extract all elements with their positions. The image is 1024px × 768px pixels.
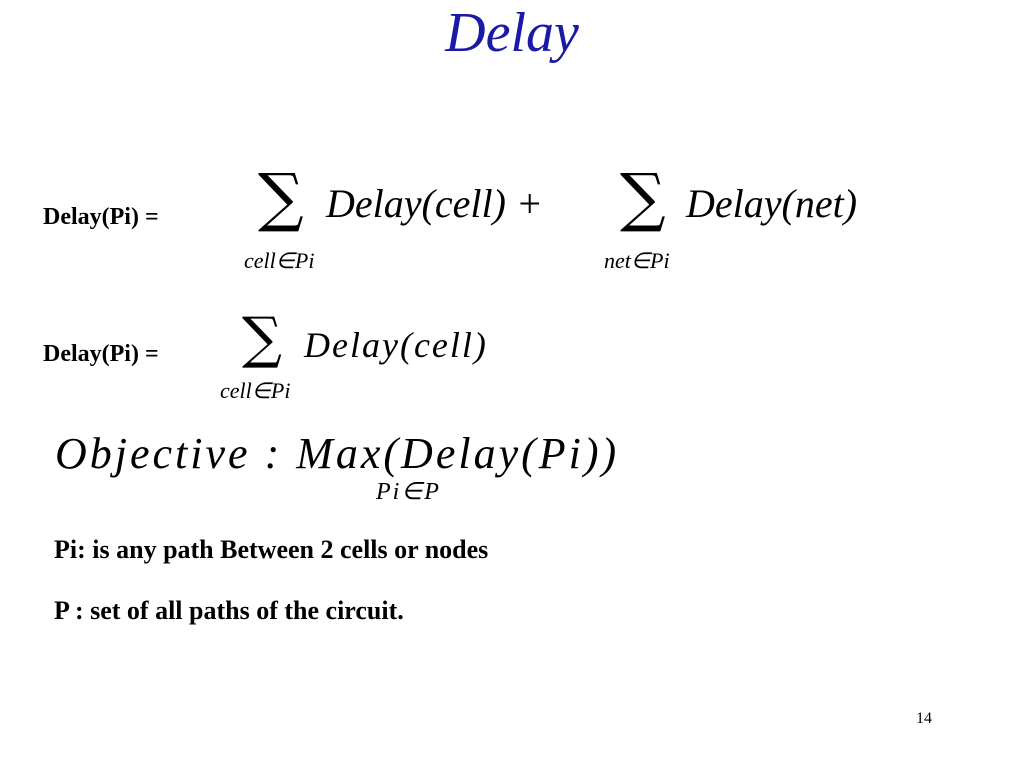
page-number: 14 — [916, 710, 932, 727]
equation-1-term-1: Delay(cell) + — [326, 181, 543, 226]
summation-2-symbol: ∑ — [620, 161, 666, 235]
equation-1-term-2: Delay(net) — [686, 181, 858, 226]
objective-subscript: Pi∈P — [376, 479, 441, 505]
objective-expression: Objective : Max(Delay(Pi)) — [55, 429, 620, 478]
summation-3-subscript: cell∈Pi — [220, 378, 291, 403]
slide-title: Delay — [445, 2, 579, 64]
definition-pi: Pi: is any path Between 2 cells or nodes — [54, 535, 489, 564]
definition-p: P : set of all paths of the circuit. — [54, 596, 404, 625]
equation-1-label: Delay(Pi) = — [43, 204, 159, 230]
summation-3-symbol: ∑ — [242, 306, 282, 371]
equation-2-term: Delay(cell) — [304, 325, 488, 365]
summation-2-subscript: net∈Pi — [604, 248, 670, 273]
summation-1-subscript: cell∈Pi — [244, 248, 315, 273]
equation-2-label: Delay(Pi) = — [43, 341, 159, 367]
summation-1-symbol: ∑ — [258, 161, 304, 235]
